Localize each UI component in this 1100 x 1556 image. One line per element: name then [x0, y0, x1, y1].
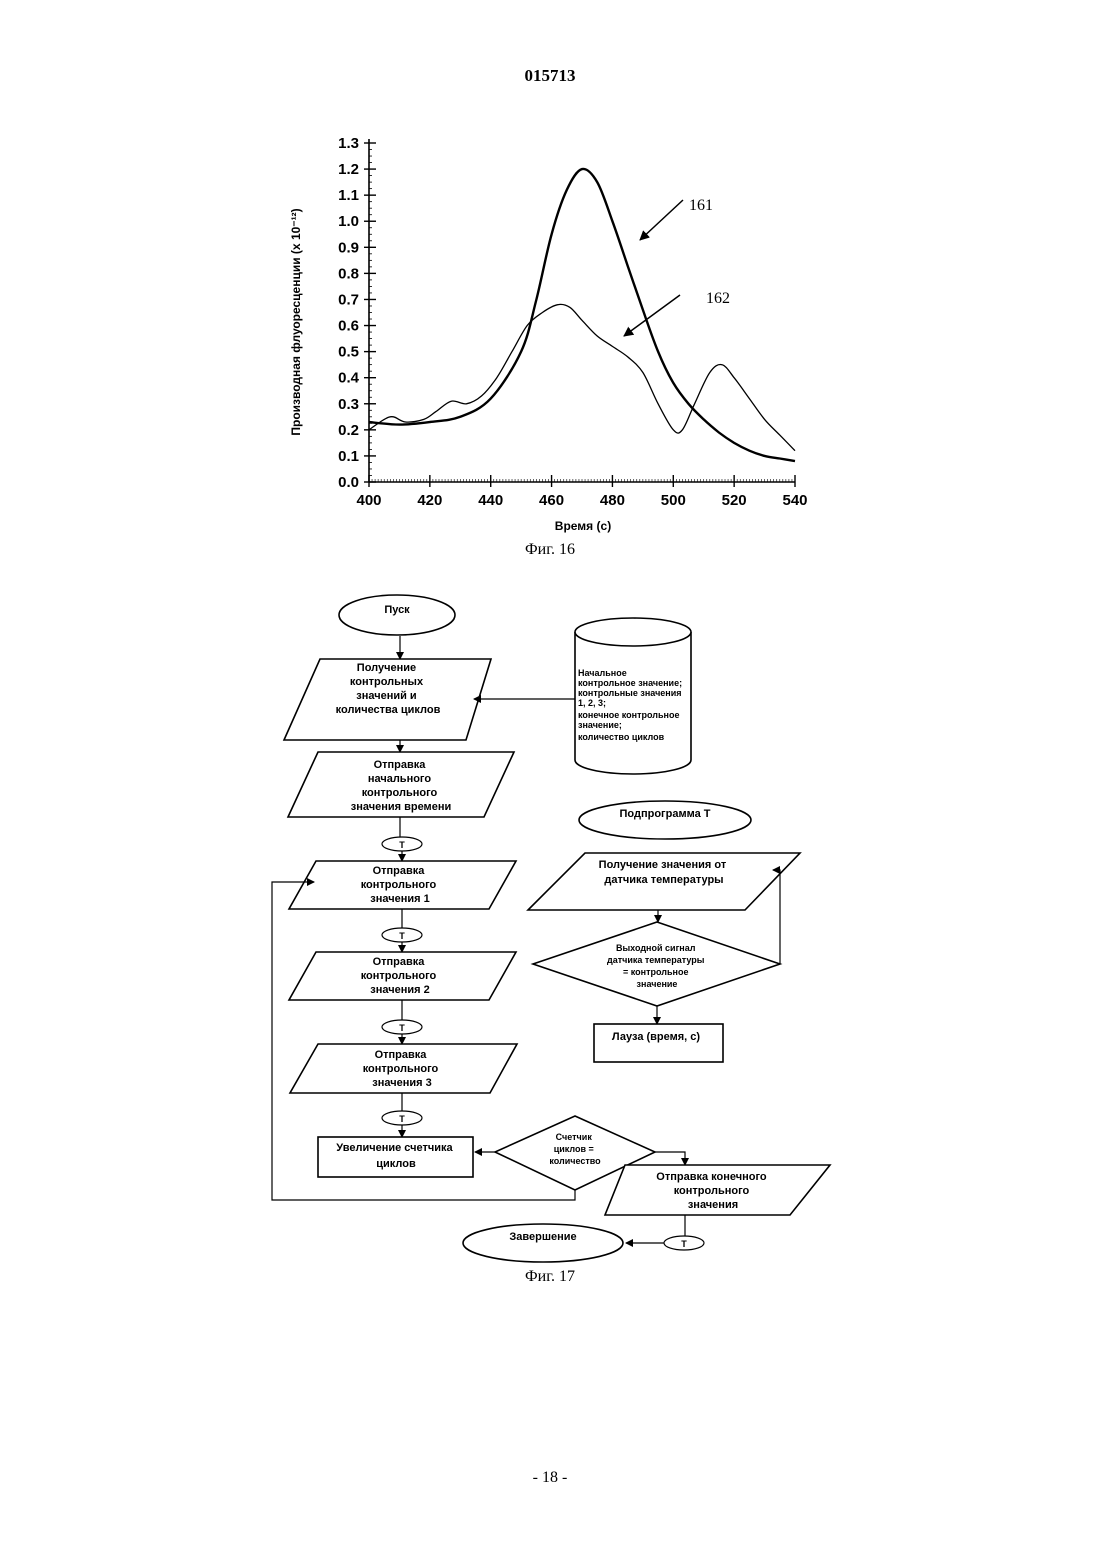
x-tick-label: 520 — [722, 492, 747, 509]
send-final-step: Отправка конечного контрольного значения — [605, 1165, 830, 1215]
y-tick-label: 1.1 — [338, 187, 359, 204]
subroutine-title-terminal: Подпрограмма Т — [579, 801, 751, 839]
database-cylinder: Начальное контрольное значение; контроль… — [575, 618, 691, 774]
send-initial-step: Отправка начального контрольного значени… — [288, 752, 514, 817]
start-terminal: Пуск — [339, 595, 455, 635]
subroutine-call-t: Т — [382, 837, 422, 851]
increment-counter-step: Увеличение счетчика циклов — [318, 1137, 473, 1177]
callout-arrow-161 — [640, 200, 683, 240]
svg-text:Т: Т — [399, 1023, 405, 1033]
database-line: конечное контрольное — [578, 710, 679, 720]
y-tick-label: 0.5 — [338, 344, 359, 361]
send-control-value-3: Отправка контрольного значения 3 — [290, 1044, 517, 1093]
fig16-chart: 0.0 0.1 0.2 0.3 0.4 0.5 0.6 0.7 0.8 0.9 1.0 1.1 1.2 1… — [0, 120, 1100, 540]
end-terminal: Завершение — [463, 1224, 623, 1262]
y-tick-label: 0.4 — [338, 370, 360, 387]
chart-series — [369, 169, 795, 461]
svg-text:Т: Т — [399, 1114, 405, 1124]
end-label: Завершение — [509, 1231, 576, 1243]
fig17-caption: Фиг. 17 — [0, 1268, 1100, 1286]
get-values-line: значений и — [356, 690, 416, 702]
y-tick-label: 0.6 — [338, 318, 359, 335]
subroutine-title: Подпрограмма Т — [620, 808, 711, 820]
y-tick-label: 0.7 — [338, 291, 359, 308]
y-tick-label: 1.2 — [338, 161, 359, 178]
y-tick-label: 0.2 — [338, 422, 359, 439]
y-tick-label: 0.8 — [338, 265, 359, 282]
x-tick-labels: 400 420 440 460 480 500 520 540 — [356, 492, 807, 509]
y-tick-label: 1.0 — [338, 213, 359, 230]
subroutine-call-t: Т — [664, 1236, 704, 1250]
y-tick-label: 0.1 — [338, 448, 359, 465]
callout-162: 162 — [706, 290, 730, 307]
get-control-values-step: Получение контрольных значений и количес… — [284, 659, 491, 740]
y-tick-label: 0.9 — [338, 239, 359, 256]
database-line: контрольные значения — [578, 688, 682, 698]
database-line: контрольное значение; — [578, 678, 682, 688]
svg-text:Т: Т — [681, 1239, 687, 1249]
database-line: Начальное — [578, 668, 627, 678]
subroutine-call-t: Т — [382, 928, 422, 942]
callout-arrow-162 — [624, 295, 680, 336]
y-tick-labels: 0.0 0.1 0.2 0.3 0.4 0.5 0.6 0.7 0.8 0.9 1.0 1.1 1.2 1… — [338, 135, 360, 491]
chart-axes — [364, 139, 795, 487]
callout-161: 161 — [689, 197, 713, 214]
start-label: Пуск — [384, 604, 410, 616]
database-line: 1, 2, 3; — [578, 698, 606, 708]
x-tick-label: 500 — [661, 492, 686, 509]
fig17-flowchart: Пуск Получение контрольных значений и ко… — [0, 590, 1100, 1270]
database-line: значение; — [578, 720, 622, 730]
x-tick-label: 460 — [539, 492, 564, 509]
get-values-line: контрольных — [350, 676, 424, 688]
database-line: количество циклов — [578, 732, 665, 742]
pause-label: Лауза (время, с) — [612, 1031, 700, 1043]
x-tick-label: 480 — [600, 492, 625, 509]
patent-number: 015713 — [0, 66, 1100, 86]
get-values-line: количества циклов — [336, 704, 441, 716]
subroutine-call-t: Т — [382, 1111, 422, 1125]
x-tick-label: 420 — [417, 492, 442, 509]
svg-text:Счетчик циклов = к: Счетчик циклов = количество — [549, 1132, 601, 1166]
page-number: - 18 - — [0, 1469, 1100, 1487]
svg-text:Т: Т — [399, 840, 405, 850]
send-control-value-2: Отправка контрольного значения 2 — [289, 952, 516, 1000]
pause-step: Лауза (время, с) — [594, 1024, 723, 1062]
x-tick-label: 400 — [356, 492, 381, 509]
get-values-line: Получение — [357, 662, 416, 674]
series-line-162 — [369, 304, 795, 450]
y-tick-label: 0.0 — [338, 474, 359, 491]
get-temperature-step: Получение значения от датчика температур… — [528, 853, 800, 910]
y-tick-label: 1.3 — [338, 135, 359, 152]
y-axis-label: Производная флуоресценции (x 10⁻¹²) — [289, 208, 303, 435]
subroutine-call-t: Т — [382, 1020, 422, 1034]
fig16-caption: Фиг. 16 — [0, 541, 1100, 559]
x-tick-label: 540 — [782, 492, 807, 509]
x-axis-label: Время (с) — [555, 519, 611, 533]
x-tick-label: 440 — [478, 492, 503, 509]
series-line-161 — [369, 169, 795, 461]
svg-text:Т: Т — [399, 931, 405, 941]
y-tick-label: 0.3 — [338, 396, 359, 413]
decision-temperature: Выходной сигнал датчика температуры = ко… — [533, 922, 780, 1006]
send-control-value-1: Отправка контрольного значения 1 — [289, 861, 516, 909]
